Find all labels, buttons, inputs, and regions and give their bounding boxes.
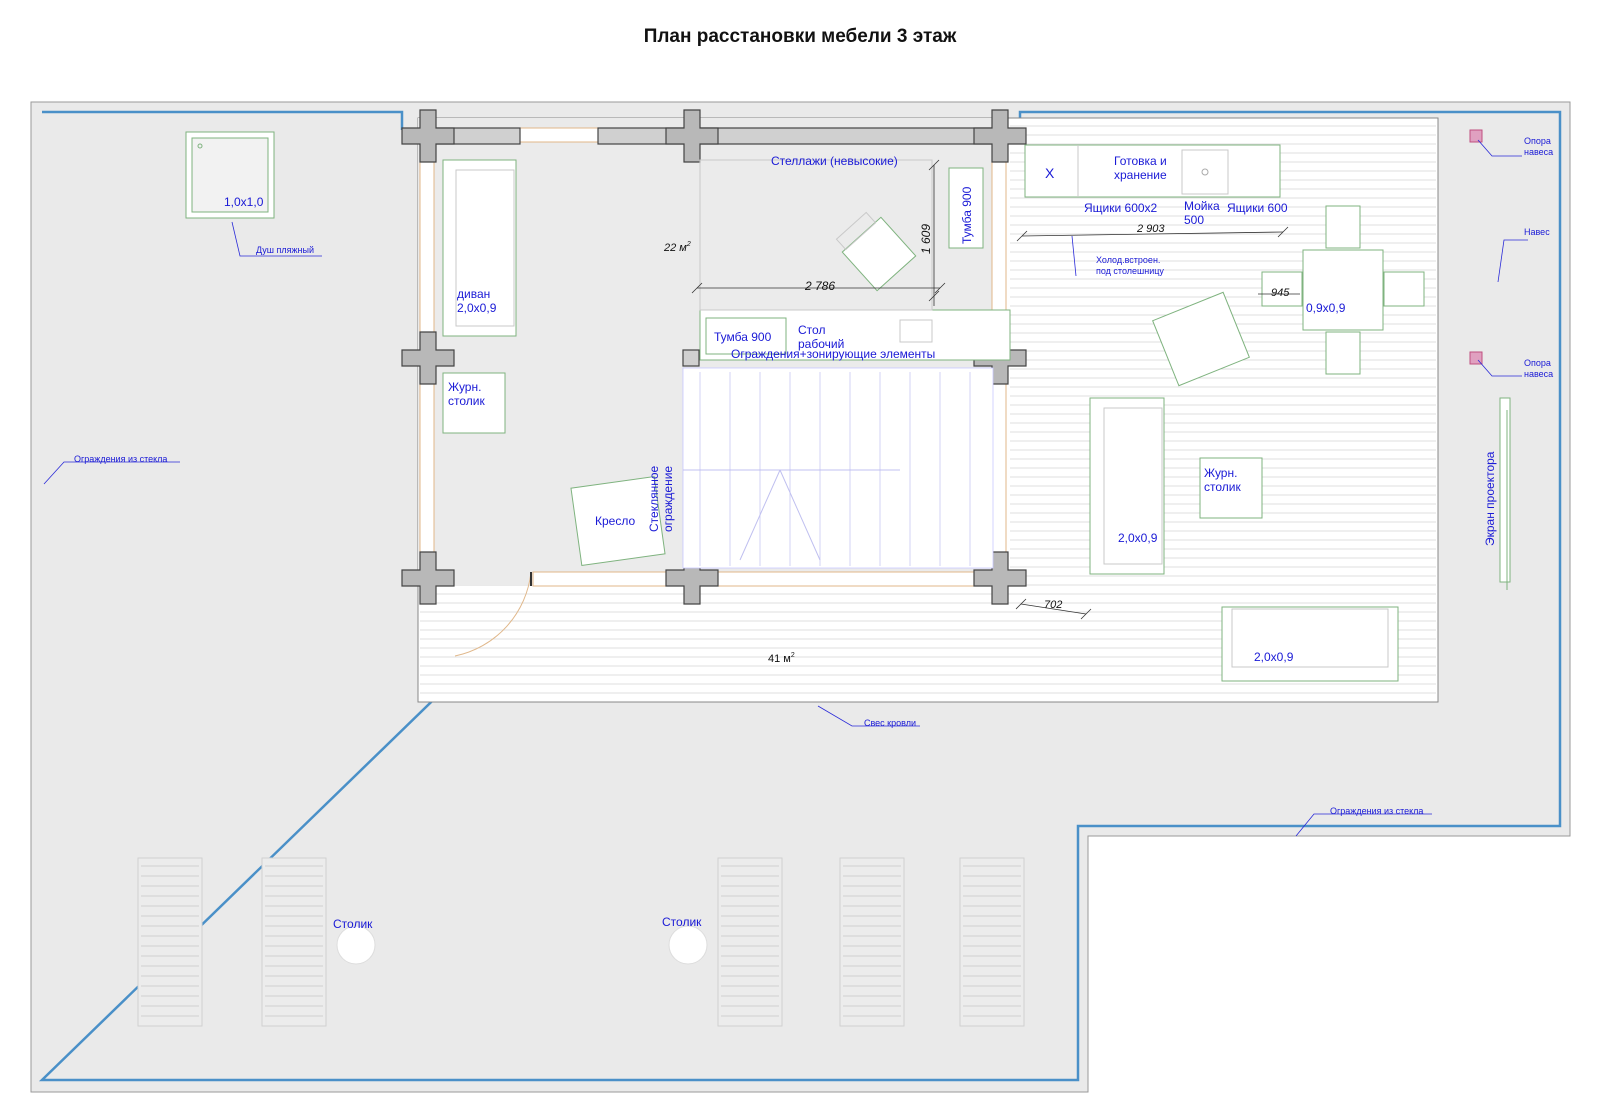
canopy-support-1-label-b: навеса <box>1524 147 1553 157</box>
drawers-600x2-label: Ящики 600х2 <box>1084 201 1158 215</box>
sofa-name-label: диван <box>457 287 490 301</box>
svg-text:22 м2: 22 м2 <box>663 241 691 254</box>
kitchen-x-label: X <box>1045 165 1055 181</box>
canopy-support-1-label-a: Опора <box>1524 136 1551 146</box>
sun-lounger <box>959 857 1025 1027</box>
coffee-table-2-label-2: столик <box>1204 480 1241 494</box>
sofa-inner <box>442 159 517 337</box>
shower-label: Душ пляжный <box>256 245 314 255</box>
outdoor-sofa-1-label: 2,0х0,9 <box>1118 531 1158 545</box>
dim-945: 945 <box>1271 287 1290 299</box>
column <box>973 551 1027 605</box>
area-deck-sup: 2 <box>791 652 795 659</box>
sofa-terrace-1 <box>1089 397 1165 575</box>
fridge-label-2: под столешницу <box>1096 266 1164 276</box>
tumba-horizontal <box>705 317 787 355</box>
cooking-label-2: хранение <box>1114 168 1167 182</box>
armchair <box>570 475 666 567</box>
desk-label-2: рабочий <box>798 337 844 351</box>
lounge-chair-terrace <box>1152 291 1250 387</box>
column <box>665 551 719 605</box>
column <box>401 109 455 163</box>
coffee-table-inner <box>442 372 506 434</box>
roof-overhang-label: Свес кровли <box>864 718 916 728</box>
armchair-label: Кресло <box>595 514 635 528</box>
glass-fence <box>38 110 1562 1082</box>
projector-screen <box>1499 397 1511 583</box>
coffee-table-terrace <box>1199 457 1263 519</box>
cooking-label-1: Готовка и <box>1114 154 1167 168</box>
sofa-terrace-2 <box>1221 606 1399 682</box>
column <box>401 331 455 385</box>
fridge-label-1: Холод.встроен. <box>1096 255 1160 265</box>
wall-top <box>597 127 997 145</box>
dim-2786: 2 786 <box>804 279 835 293</box>
sun-lounger <box>137 857 203 1027</box>
tumba-vertical <box>948 167 984 249</box>
shelves-label: Стеллажи (невысокие) <box>771 154 898 168</box>
dim-1609: 1 609 <box>919 224 933 254</box>
drawers-600-label: Ящики 600 <box>1227 201 1288 215</box>
sink-label-1: Мойка <box>1184 199 1220 213</box>
desk-label-1: Стол <box>798 323 825 337</box>
kitchen-counter <box>1024 144 1281 198</box>
dim-702: 702 <box>1044 599 1062 611</box>
table-small-1-label: Столик <box>333 917 373 931</box>
column <box>973 109 1027 163</box>
table-small-2 <box>668 925 708 965</box>
coffee-table-2-label-1: Журн. <box>1204 466 1237 480</box>
dimension-lines <box>691 159 1300 620</box>
canopy-label: Навес <box>1524 227 1550 237</box>
coffee-table-1-label-2: столик <box>448 394 485 408</box>
glass-railing-label-2: ограждение <box>661 466 675 532</box>
leader-lines <box>43 139 1528 837</box>
sun-lounger <box>261 857 327 1027</box>
page-title: План расстановки мебели 3 этаж <box>643 26 957 47</box>
stair-arrow <box>739 469 821 561</box>
dim-2903: 2 903 <box>1136 223 1165 235</box>
glass-fence-right-label: Ограждения из стекла <box>1330 806 1423 816</box>
canopy-support-2-label-a: Опора <box>1524 358 1551 368</box>
area-inner: 22 м <box>663 242 687 254</box>
dining-table <box>1302 249 1384 331</box>
coffee-table-1-label-1: Журн. <box>448 380 481 394</box>
table-small-2-label: Столик <box>662 915 702 929</box>
staircase <box>682 367 994 569</box>
outdoor-sofa-2-label: 2,0х0,9 <box>1254 650 1294 664</box>
tumba-vertical-label: Тумба 900 <box>960 186 974 244</box>
glass-fence-left-label: Ограждения из стекла <box>74 454 167 464</box>
sofa-size-label: 2,0х0,9 <box>457 301 497 315</box>
railing-zoning-label: Ограждения+зонирующие элементы <box>731 347 935 361</box>
area-deck: 41 м <box>768 653 791 665</box>
table-small-1 <box>336 925 376 965</box>
shower-size-label: 1,0х1,0 <box>224 195 264 209</box>
canopy-support-1 <box>1469 129 1483 143</box>
sink-label-2: 500 <box>1184 213 1204 227</box>
svg-text:41 м2: 41 м2 <box>768 652 795 665</box>
area-inner-sup: 2 <box>686 241 691 248</box>
tumba-horizontal-label: Тумба 900 <box>714 330 772 344</box>
sun-lounger <box>839 857 905 1027</box>
sun-lounger <box>717 857 783 1027</box>
canopy-support-2-label-b: навеса <box>1524 369 1553 379</box>
sun-loungers <box>137 857 1025 1027</box>
glass-railing-label-1: Стеклянное <box>647 465 661 532</box>
dining-table-label: 0,9х0,9 <box>1306 301 1346 315</box>
projector-screen-label: Экран проектора <box>1483 451 1497 546</box>
column <box>401 551 455 605</box>
